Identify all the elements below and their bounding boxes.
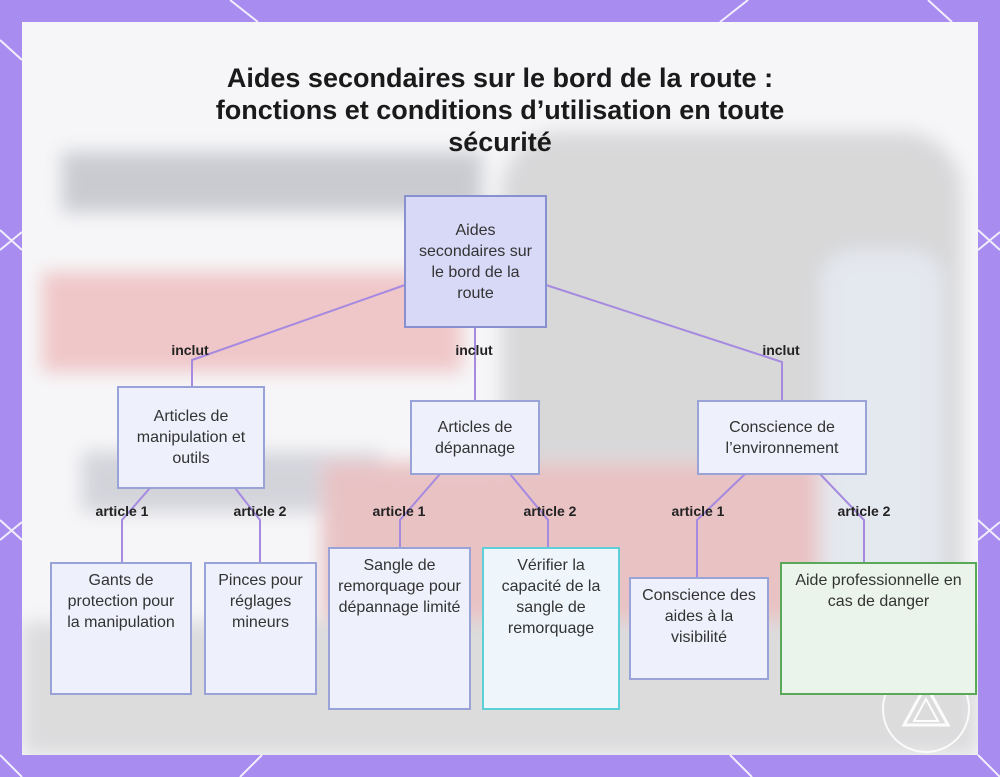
node-sangle: Sangle de remorquage pour dépannage limi… xyxy=(328,547,471,710)
node-pinces: Pinces pour réglages mineurs xyxy=(204,562,317,695)
node-gants: Gants de protection pour la manipulation xyxy=(50,562,192,695)
edge-label-article2-manip: article 2 xyxy=(234,503,287,519)
node-root: Aides secondaires sur le bord de la rout… xyxy=(404,195,547,328)
node-aide-professionnelle: Aide professionnelle en cas de danger xyxy=(780,562,977,695)
node-manipulation-outils: Articles de manipulation et outils xyxy=(117,386,265,489)
edge-label-inclut-right: inclut xyxy=(762,342,799,358)
edge-label-article1-manip: article 1 xyxy=(96,503,149,519)
edge-label-article2-conscience: article 2 xyxy=(838,503,891,519)
node-verifier-capacite: Vérifier la capacité de la sangle de rem… xyxy=(482,547,620,710)
edge-label-inclut-left: inclut xyxy=(171,342,208,358)
edge-label-inclut-center: inclut xyxy=(455,342,492,358)
node-visibilite: Conscience des aides à la visibilité xyxy=(629,577,769,680)
node-depannage: Articles de dépannage xyxy=(410,400,540,475)
node-conscience-environnement: Conscience de l’environnement xyxy=(697,400,867,475)
edge-label-article1-depannage: article 1 xyxy=(373,503,426,519)
edge-label-article1-conscience: article 1 xyxy=(672,503,725,519)
edge-label-article2-depannage: article 2 xyxy=(524,503,577,519)
